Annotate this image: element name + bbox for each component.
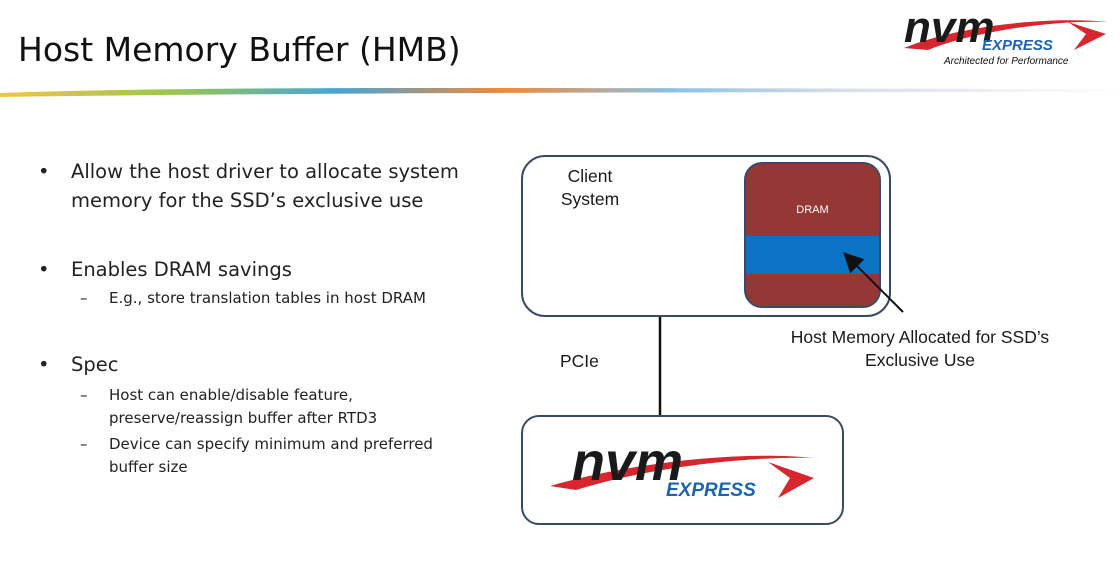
- sub-bullet-text: E.g., store translation tables in host D…: [109, 289, 426, 307]
- dram-block: DRAM: [744, 162, 881, 308]
- bullet-text: memory for the SSD’s exclusive use: [71, 189, 424, 212]
- nvm-express-ssd-logo: nvm EXPRESS: [550, 440, 814, 501]
- ssd-logo-sub-text: EXPRESS: [666, 480, 756, 501]
- ssd-logo-main-text: nvm: [572, 440, 683, 492]
- hmb-arrow: [843, 252, 904, 313]
- dash-glyph: –: [80, 386, 88, 404]
- dram-label: DRAM: [796, 204, 829, 216]
- dash-glyph: –: [80, 289, 88, 307]
- hmb-caption: Host Memory Allocated for SSD’s Exclusiv…: [790, 327, 1050, 370]
- sub-bullet-text: Host can enable/disable feature,: [109, 386, 353, 404]
- bullet-glyph: •: [38, 353, 50, 376]
- bullet-text: Spec: [71, 353, 119, 376]
- tagline: Architected for Performance: [944, 56, 1069, 67]
- rainbow-divider: [0, 87, 1120, 97]
- bullet-glyph: •: [38, 160, 50, 183]
- sub-bullet-text: preserve/reassign buffer after RTD3: [109, 409, 378, 427]
- bullet-text: Allow the host driver to allocate system: [71, 160, 459, 183]
- nvm-express-logo: nvm EXPRESS: [904, 4, 1108, 54]
- logo-sub-text: EXPRESS: [982, 37, 1053, 54]
- bullet-text: Enables DRAM savings: [71, 258, 292, 281]
- pcie-label: PCIe: [560, 351, 599, 371]
- bullet-glyph: •: [38, 258, 50, 281]
- sub-bullet-text: Device can specify minimum and preferred: [109, 435, 433, 453]
- logo-main-text: nvm: [904, 4, 994, 52]
- page-title: Host Memory Buffer (HMB): [18, 30, 461, 69]
- client-system-label: Client System: [560, 166, 620, 209]
- dash-glyph: –: [80, 435, 88, 453]
- sub-bullet-text: buffer size: [109, 458, 188, 476]
